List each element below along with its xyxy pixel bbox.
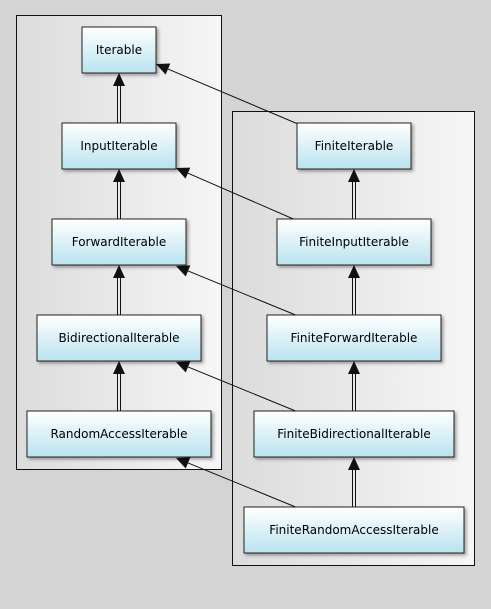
node-input-iterable[interactable]: InputIterable: [61, 122, 177, 170]
node-random-access-iterable-label: RandomAccessIterable: [50, 427, 187, 441]
edge-forward-to-input: [113, 169, 125, 219]
edge-finite-forward-to-finite-input: [348, 265, 360, 315]
node-finite-random-access-iterable[interactable]: FiniteRandomAccessIterable: [243, 506, 465, 554]
edge-random-to-bidirectional: [113, 361, 125, 411]
node-bidirectional-iterable[interactable]: BidirectionalIterable: [36, 314, 202, 362]
edge-finite-to-iterable: [156, 63, 299, 125]
node-forward-iterable[interactable]: ForwardIterable: [51, 218, 187, 266]
node-finite-bidirectional-iterable-label: FiniteBidirectionalIterable: [277, 427, 430, 441]
inheritance-edges: [113, 63, 360, 509]
edge-bidirectional-to-forward: [113, 265, 125, 315]
node-finite-random-access-iterable-label: FiniteRandomAccessIterable: [269, 523, 438, 537]
node-finite-forward-iterable[interactable]: FiniteForwardIterable: [266, 314, 442, 362]
edge-finite-input-to-finite: [348, 169, 360, 219]
node-iterable-label: Iterable: [96, 43, 142, 57]
node-bidirectional-iterable-label: BidirectionalIterable: [58, 331, 179, 345]
edge-finite-forward-to-forward: [176, 265, 299, 317]
node-forward-iterable-label: ForwardIterable: [72, 235, 167, 249]
node-finite-input-iterable-label: FiniteInputIterable: [299, 235, 409, 249]
edge-finite-bidirectional-to-finite-forward: [348, 361, 360, 411]
node-finite-iterable[interactable]: FiniteIterable: [296, 122, 412, 170]
node-finite-iterable-label: FiniteIterable: [315, 139, 394, 153]
edge-input-to-iterable: [113, 73, 125, 123]
edge-finite-bidirectional-to-bidirectional: [176, 361, 299, 413]
node-iterable[interactable]: Iterable: [81, 26, 157, 74]
node-random-access-iterable[interactable]: RandomAccessIterable: [26, 410, 212, 458]
node-finite-bidirectional-iterable[interactable]: FiniteBidirectionalIterable: [253, 410, 455, 458]
node-finite-forward-iterable-label: FiniteForwardIterable: [291, 331, 418, 345]
edge-finite-random-to-finite-bidirectional: [348, 457, 360, 507]
edge-finite-random-to-random: [176, 457, 299, 509]
edge-finite-input-to-input: [176, 167, 299, 222]
node-finite-input-iterable[interactable]: FiniteInputIterable: [276, 218, 432, 266]
node-input-iterable-label: InputIterable: [80, 139, 157, 153]
